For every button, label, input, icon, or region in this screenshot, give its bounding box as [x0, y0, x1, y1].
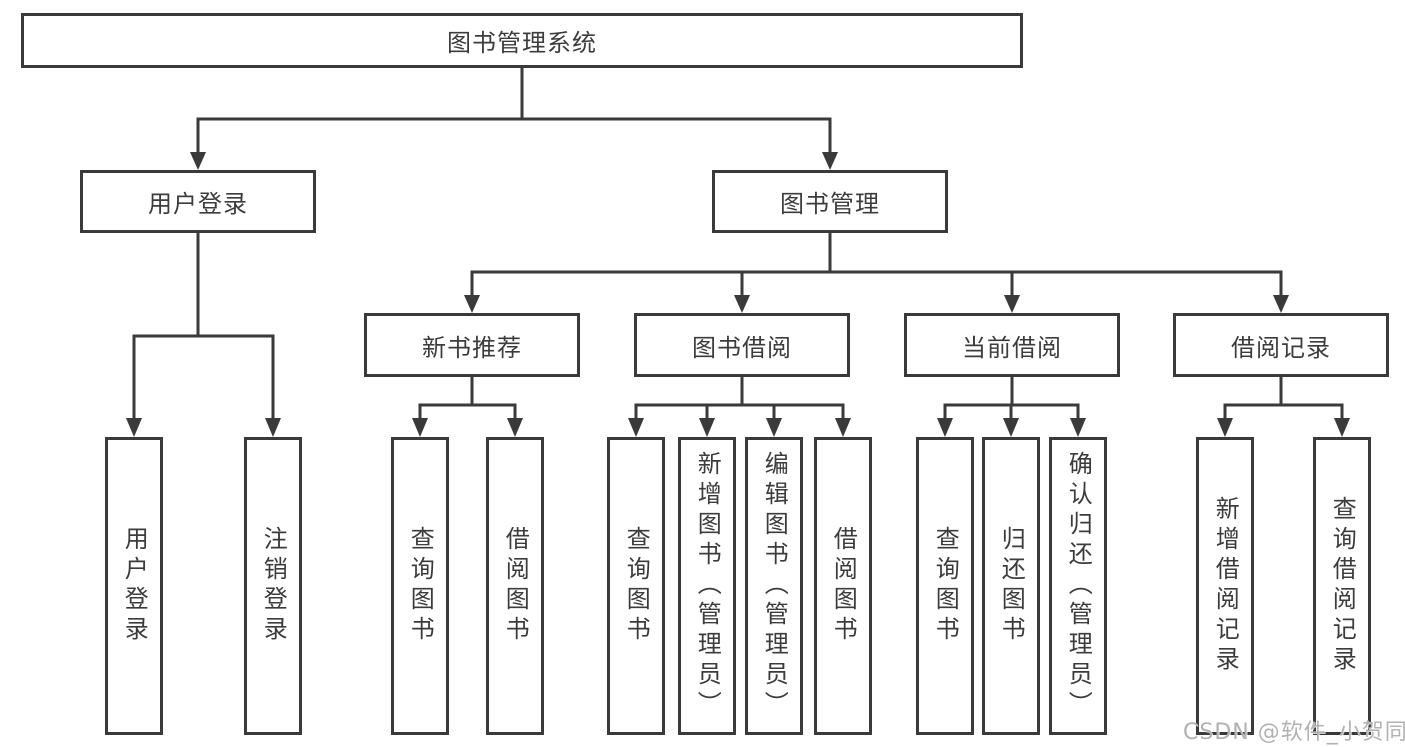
leaf-query-books-borrowing: 查询图书	[607, 437, 665, 735]
leaf-query-books-borrowing-label: 查询图书	[622, 526, 651, 646]
leaf-add-borrow-record-label: 新增借阅记录	[1211, 496, 1240, 676]
leaf-query-books-current-label: 查询图书	[931, 526, 960, 646]
leaf-user-login-label: 用户登录	[120, 526, 149, 646]
leaf-query-books-recommend-label: 查询图书	[406, 526, 435, 646]
leaf-edit-books-admin-label: 编辑图书（管理员）	[760, 451, 789, 721]
leaf-add-books-admin: 新增图书（管理员）	[678, 437, 736, 735]
csdn-watermark: CSDN @软件_小贺同学	[1183, 720, 1405, 745]
leaf-query-books-current: 查询图书	[916, 437, 974, 735]
leaf-borrow-books: 借阅图书	[814, 437, 872, 735]
leaf-query-borrow-record: 查询借阅记录	[1313, 437, 1371, 735]
node-user-login: 用户登录	[80, 170, 316, 233]
leaf-query-books-recommend: 查询图书	[391, 437, 449, 735]
node-book-borrowing: 图书借阅	[634, 313, 850, 377]
node-new-book-recommend: 新书推荐	[364, 313, 580, 377]
leaf-confirm-return-admin: 确认归还（管理员）	[1049, 437, 1107, 735]
leaf-borrow-books-label: 借阅图书	[829, 526, 858, 646]
leaf-edit-books-admin: 编辑图书（管理员）	[745, 437, 803, 735]
node-borrow-records: 借阅记录	[1173, 313, 1389, 377]
leaf-add-borrow-record: 新增借阅记录	[1196, 437, 1254, 735]
node-current-borrowing: 当前借阅	[904, 313, 1120, 377]
leaf-borrow-books-recommend: 借阅图书	[486, 437, 544, 735]
leaf-user-login: 用户登录	[105, 437, 163, 735]
leaf-return-books: 归还图书	[982, 437, 1040, 735]
leaf-logout-login: 注销登录	[244, 437, 302, 735]
node-book-management: 图书管理	[712, 170, 948, 233]
leaf-borrow-books-recommend-label: 借阅图书	[501, 526, 530, 646]
leaf-return-books-label: 归还图书	[997, 526, 1026, 646]
leaf-logout-login-label: 注销登录	[259, 526, 288, 646]
leaf-query-borrow-record-label: 查询借阅记录	[1328, 496, 1357, 676]
leaf-add-books-admin-label: 新增图书（管理员）	[693, 451, 722, 721]
node-library-management-system: 图书管理系统	[21, 13, 1023, 68]
leaf-confirm-return-admin-label: 确认归还（管理员）	[1064, 451, 1093, 721]
